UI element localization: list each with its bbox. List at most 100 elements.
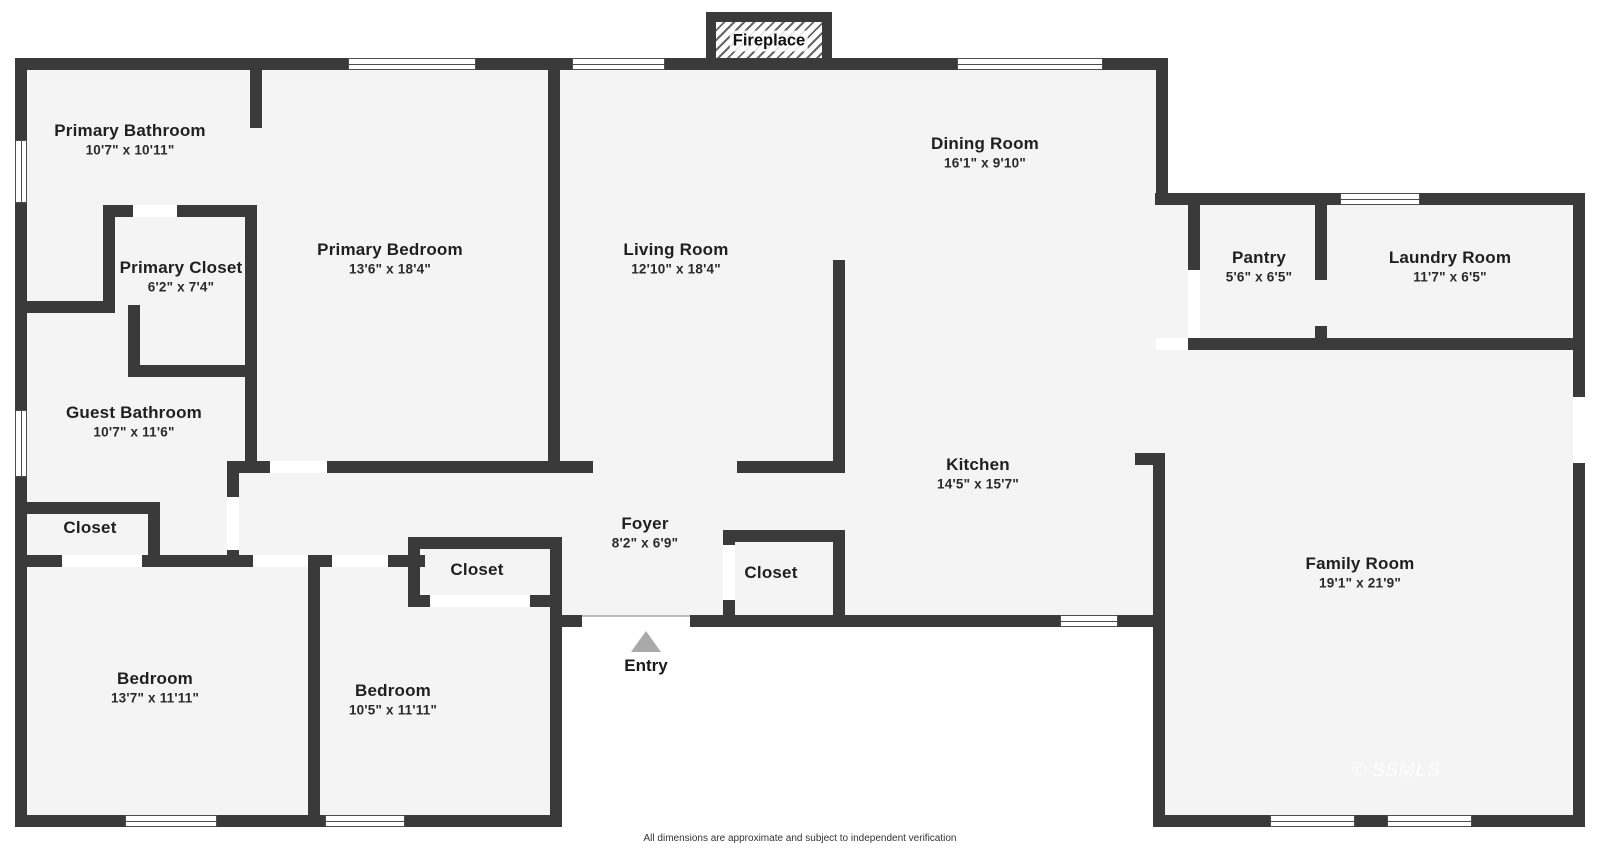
window bbox=[1060, 615, 1118, 627]
room-name-family-room: Family Room bbox=[1305, 554, 1415, 573]
room-dims-kitchen: 14'5" x 15'7" bbox=[937, 476, 1019, 492]
room-dims-primary-bathroom: 10'7" x 10'11" bbox=[85, 142, 175, 158]
wall-segment bbox=[550, 537, 562, 827]
room-dims-dining-room: 16'1" x 9'10" bbox=[944, 155, 1026, 171]
room-dims-guest-bathroom: 10'7" x 11'6" bbox=[93, 424, 175, 440]
watermark: © SSMLS bbox=[1351, 759, 1441, 782]
window-pane-line bbox=[349, 64, 475, 65]
floor-area bbox=[1156, 350, 1573, 815]
room-name-laundry-room: Laundry Room bbox=[1388, 248, 1512, 267]
fireplace-label: Fireplace bbox=[729, 30, 809, 52]
door-opening bbox=[133, 205, 177, 217]
door-opening bbox=[332, 555, 388, 567]
window-pane-line bbox=[573, 64, 664, 65]
disclaimer-text: All dimensions are approximate and subje… bbox=[643, 833, 957, 844]
room-dims-bedroom-left: 13'7" x 11'11" bbox=[110, 690, 200, 706]
room-name-kitchen: Kitchen bbox=[946, 455, 1010, 474]
wall-segment bbox=[142, 555, 253, 567]
floor-area bbox=[27, 555, 550, 815]
window bbox=[125, 815, 217, 827]
window-pane-line bbox=[1061, 621, 1117, 622]
window-pane-line bbox=[1341, 199, 1419, 200]
window bbox=[325, 815, 405, 827]
wall-segment bbox=[15, 555, 62, 567]
wall-segment bbox=[1188, 205, 1200, 270]
wall-segment bbox=[1188, 338, 1585, 350]
wall-segment bbox=[1153, 453, 1165, 827]
room-name-foyer: Foyer bbox=[621, 514, 669, 533]
wall-segment bbox=[327, 461, 593, 473]
room-name-pantry: Pantry bbox=[1231, 248, 1287, 267]
room-dims-pantry: 5'6" x 6'5" bbox=[1225, 269, 1293, 285]
wall-segment bbox=[530, 595, 562, 607]
wall-segment bbox=[177, 205, 257, 217]
room-dims-bedroom-right: 10'5" x 11'11" bbox=[348, 702, 438, 718]
room-dims-primary-bedroom: 13'6" x 18'4" bbox=[349, 261, 431, 277]
entry-arrow-icon bbox=[631, 631, 661, 652]
room-dims-laundry-room: 11'7" x 6'5" bbox=[1413, 269, 1487, 285]
wall-segment bbox=[723, 530, 735, 545]
wall-segment bbox=[15, 301, 115, 313]
window-pane-line bbox=[1271, 821, 1354, 822]
door-opening bbox=[1573, 397, 1585, 463]
window bbox=[348, 58, 476, 70]
wall-segment bbox=[1315, 205, 1327, 280]
door-opening bbox=[227, 497, 239, 550]
door-opening bbox=[270, 461, 327, 473]
window bbox=[1387, 815, 1472, 827]
wall-segment bbox=[308, 555, 332, 567]
wall-segment bbox=[227, 461, 239, 497]
wall-segment bbox=[308, 567, 320, 815]
window bbox=[15, 140, 27, 203]
wall-segment bbox=[408, 595, 430, 607]
wall-segment bbox=[548, 58, 560, 473]
wall-segment bbox=[706, 12, 832, 22]
floor-area bbox=[1156, 205, 1573, 338]
window-pane-line bbox=[326, 821, 404, 822]
door-opening bbox=[253, 555, 308, 567]
wall-segment bbox=[706, 12, 716, 68]
room-name-primary-closet: Primary Closet bbox=[119, 258, 243, 277]
door-opening bbox=[723, 545, 735, 600]
room-name-guest-bathroom: Guest Bathroom bbox=[66, 403, 202, 422]
window-pane-line bbox=[21, 411, 22, 476]
wall-segment bbox=[833, 530, 845, 627]
wall-segment bbox=[15, 502, 160, 514]
room-name-primary-bedroom: Primary Bedroom bbox=[317, 240, 463, 259]
wall-segment bbox=[245, 205, 257, 473]
room-dims-family-room: 19'1" x 21'9" bbox=[1319, 575, 1401, 591]
window-pane-line bbox=[126, 821, 216, 822]
wall-segment bbox=[250, 58, 262, 128]
window bbox=[1340, 193, 1420, 205]
wall-segment bbox=[408, 537, 562, 549]
wall-segment bbox=[822, 12, 832, 68]
door-opening bbox=[1188, 270, 1200, 338]
entry-label: Entry bbox=[624, 656, 668, 675]
window bbox=[15, 410, 27, 477]
wall-segment bbox=[723, 600, 735, 627]
wall-segment bbox=[148, 502, 160, 567]
wall-segment bbox=[833, 260, 845, 473]
window bbox=[957, 58, 1103, 70]
door-opening bbox=[430, 595, 530, 607]
wall-segment bbox=[737, 461, 845, 473]
wall-segment bbox=[1573, 193, 1585, 827]
wall-segment bbox=[1135, 453, 1165, 465]
wall-segment bbox=[128, 365, 257, 377]
door-opening bbox=[62, 555, 142, 567]
room-name-closet-hall-left: Closet bbox=[63, 518, 117, 537]
room-dims-living-room: 12'10" x 18'4" bbox=[631, 261, 721, 277]
window-pane-line bbox=[1388, 821, 1471, 822]
wall-segment bbox=[1315, 326, 1327, 338]
window bbox=[1270, 815, 1355, 827]
wall-segment bbox=[723, 530, 845, 542]
wall-segment bbox=[128, 305, 140, 377]
room-name-living-room: Living Room bbox=[623, 240, 729, 259]
wall-segment bbox=[103, 205, 115, 313]
room-name-closet-hall-mid: Closet bbox=[450, 560, 504, 579]
wall-segment bbox=[1153, 815, 1585, 827]
wall-segment bbox=[1156, 58, 1168, 205]
wall-segment bbox=[15, 815, 562, 827]
room-name-dining-room: Dining Room bbox=[931, 134, 1039, 153]
